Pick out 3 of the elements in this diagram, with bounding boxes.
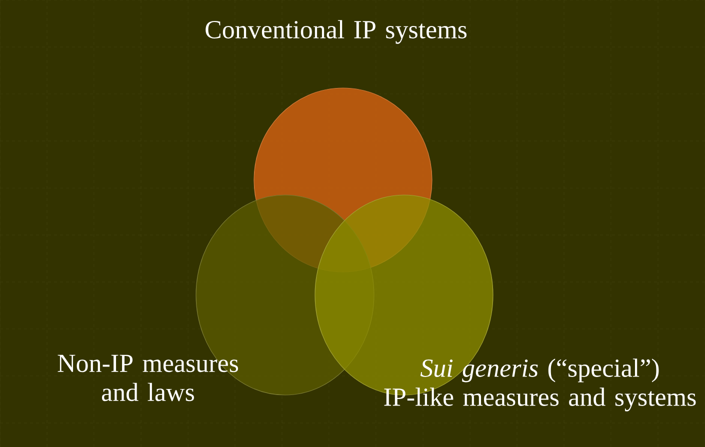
circle-label: Sui generis (“special”) IP-like measures and systems: [384, 358, 696, 412]
circle-label: Conventional IP systems: [206, 20, 466, 44]
circle-label: Non-IP measures and laws: [58, 354, 238, 402]
